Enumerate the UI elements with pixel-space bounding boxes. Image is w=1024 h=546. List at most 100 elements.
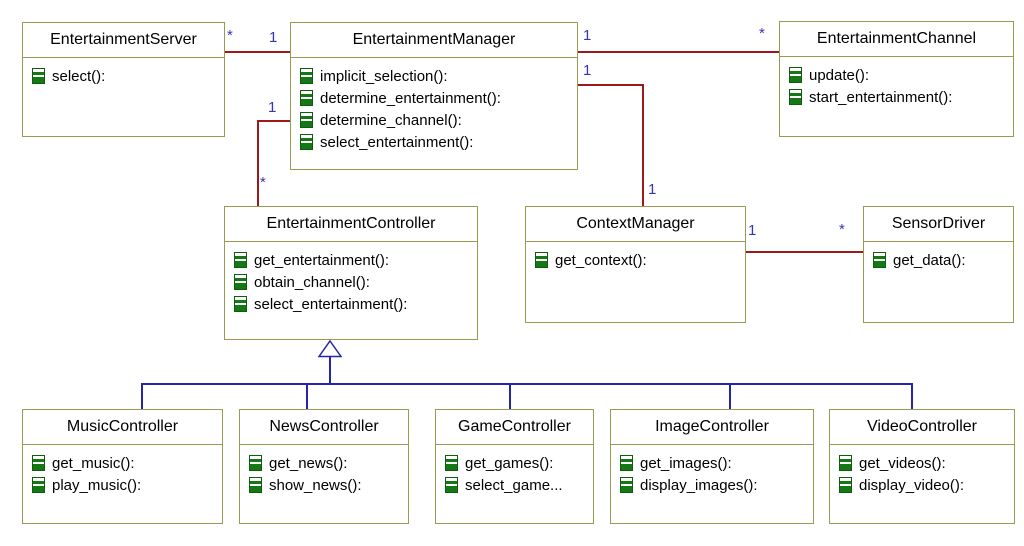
multiplicity-manager-one-c: 1 xyxy=(268,99,277,116)
class-name: NewsController xyxy=(240,410,408,445)
method-label: get_context(): xyxy=(555,251,647,269)
class-entertainment-controller: EntertainmentController get_entertainmen… xyxy=(224,206,478,340)
association-server-manager xyxy=(225,51,290,53)
class-name: MusicController xyxy=(23,410,222,445)
method-label: get_videos(): xyxy=(859,454,946,472)
method-label: start_entertainment(): xyxy=(809,88,953,106)
class-game-controller: GameController get_games(): select_game.… xyxy=(435,409,594,524)
class-entertainment-server: EntertainmentServer select(): xyxy=(22,22,225,137)
method-row: display_video(): xyxy=(830,474,1014,496)
method-label: select(): xyxy=(52,67,106,85)
method-row: get_videos(): xyxy=(830,452,1014,474)
operation-icon xyxy=(300,134,313,150)
operation-icon xyxy=(300,112,313,128)
class-name: GameController xyxy=(436,410,593,445)
method-label: implicit_selection(): xyxy=(320,67,448,85)
association-manager-controller-h xyxy=(257,120,290,122)
class-music-controller: MusicController get_music(): play_music(… xyxy=(22,409,223,524)
multiplicity-channel-star: * xyxy=(759,25,765,42)
operation-icon xyxy=(234,252,247,268)
operation-icon xyxy=(445,455,458,471)
method-row: update(): xyxy=(780,64,1013,86)
multiplicity-server-star: * xyxy=(227,27,233,44)
method-label: determine_channel(): xyxy=(320,111,462,129)
class-video-controller: VideoController get_videos(): display_vi… xyxy=(829,409,1015,524)
methods-compartment: get_context(): xyxy=(526,242,745,271)
class-name: EntertainmentManager xyxy=(291,23,577,58)
method-label: get_music(): xyxy=(52,454,135,472)
operation-icon xyxy=(300,68,313,84)
operation-icon xyxy=(249,477,262,493)
method-row: determine_channel(): xyxy=(291,109,577,131)
method-label: get_images(): xyxy=(640,454,732,472)
method-row: play_music(): xyxy=(23,474,222,496)
generalization-stem xyxy=(329,356,331,384)
operation-icon xyxy=(445,477,458,493)
class-name: ContextManager xyxy=(526,207,745,242)
operation-icon xyxy=(620,477,633,493)
method-row: select_game... xyxy=(436,474,593,496)
method-row: start_entertainment(): xyxy=(780,86,1013,108)
methods-compartment: select(): xyxy=(23,58,224,87)
class-entertainment-manager: EntertainmentManager implicit_selection(… xyxy=(290,22,578,170)
multiplicity-manager-one-a: 1 xyxy=(269,29,278,46)
method-row: get_news(): xyxy=(240,452,408,474)
method-row: get_entertainment(): xyxy=(225,249,477,271)
class-name: EntertainmentServer xyxy=(23,23,224,58)
method-row: implicit_selection(): xyxy=(291,65,577,87)
multiplicity-manager-one-b: 1 xyxy=(583,27,592,44)
association-manager-context-h xyxy=(578,84,644,86)
multiplicity-context-one-right: 1 xyxy=(748,222,757,239)
method-row: display_images(): xyxy=(611,474,813,496)
methods-compartment: implicit_selection(): determine_entertai… xyxy=(291,58,577,153)
operation-icon xyxy=(234,274,247,290)
method-label: display_video(): xyxy=(859,476,965,494)
method-label: determine_entertainment(): xyxy=(320,89,501,107)
association-manager-channel xyxy=(578,51,779,53)
operation-icon xyxy=(839,477,852,493)
association-context-sensor xyxy=(746,251,863,253)
method-label: display_images(): xyxy=(640,476,758,494)
method-row: determine_entertainment(): xyxy=(291,87,577,109)
method-label: select_entertainment(): xyxy=(320,133,474,151)
operation-icon xyxy=(32,477,45,493)
methods-compartment: get_games(): select_game... xyxy=(436,445,593,496)
method-row: show_news(): xyxy=(240,474,408,496)
operation-icon xyxy=(32,455,45,471)
class-sensor-driver: SensorDriver get_data(): xyxy=(863,206,1014,323)
multiplicity-context-one-top: 1 xyxy=(648,181,657,198)
method-label: play_music(): xyxy=(52,476,142,494)
methods-compartment: get_data(): xyxy=(864,242,1013,271)
method-row: select_entertainment(): xyxy=(225,293,477,315)
methods-compartment: get_images(): display_images(): xyxy=(611,445,813,496)
method-label: get_games(): xyxy=(465,454,554,472)
method-label: select_entertainment(): xyxy=(254,295,408,313)
class-name: ImageController xyxy=(611,410,813,445)
operation-icon xyxy=(32,68,45,84)
class-name: VideoController xyxy=(830,410,1014,445)
method-row: select_entertainment(): xyxy=(291,131,577,153)
association-manager-controller-v xyxy=(257,120,259,206)
method-label: obtain_channel(): xyxy=(254,273,370,291)
generalization-drop-video xyxy=(911,383,913,409)
generalization-drop-news xyxy=(306,383,308,409)
method-row: get_music(): xyxy=(23,452,222,474)
class-name: SensorDriver xyxy=(864,207,1013,242)
method-row: get_images(): xyxy=(611,452,813,474)
method-label: get_news(): xyxy=(269,454,348,472)
operation-icon xyxy=(300,90,313,106)
operation-icon xyxy=(249,455,262,471)
method-label: show_news(): xyxy=(269,476,362,494)
generalization-drop-game xyxy=(509,383,511,409)
methods-compartment: update(): start_entertainment(): xyxy=(780,57,1013,108)
operation-icon xyxy=(789,89,802,105)
multiplicity-manager-one-d: 1 xyxy=(583,62,592,79)
methods-compartment: get_news(): show_news(): xyxy=(240,445,408,496)
class-entertainment-channel: EntertainmentChannel update(): start_ent… xyxy=(779,21,1014,137)
method-label: get_entertainment(): xyxy=(254,251,390,269)
operation-icon xyxy=(789,67,802,83)
method-row: get_games(): xyxy=(436,452,593,474)
method-row: get_data(): xyxy=(864,249,1013,271)
method-row: select(): xyxy=(23,65,224,87)
